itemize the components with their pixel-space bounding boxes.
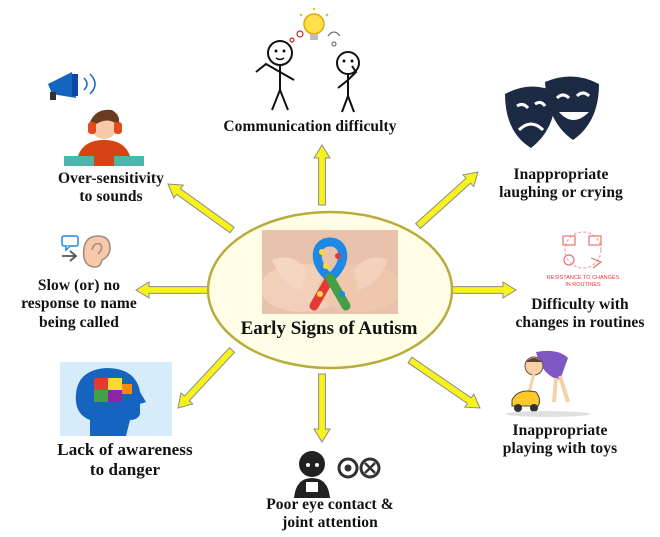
label-line: Over-sensitivity (36, 170, 186, 188)
label-communication: Communication difficulty (205, 118, 415, 136)
label-routines: Difficulty with changes in routines (500, 296, 660, 333)
label-line: changes in routines (500, 314, 660, 332)
label-sounds: Over-sensitivity to sounds (36, 170, 186, 207)
label-line: Slow (or) no (4, 277, 154, 295)
head-with-puzzle-brain-icon (60, 362, 172, 436)
arrow-danger (178, 348, 235, 408)
label-line: Difficulty with (500, 296, 660, 314)
label-danger: Lack of awareness to danger (30, 440, 220, 480)
comedy-tragedy-masks-icon (495, 70, 605, 156)
center-title: Early Signs of Autism (214, 318, 444, 340)
arrow-eye-contact (314, 374, 330, 442)
child-playing-toy-car-icon (498, 340, 598, 420)
label-line: laughing or crying (482, 184, 640, 202)
hands-ribbon-image (262, 230, 398, 314)
label-line: Poor eye contact & (245, 496, 415, 514)
icon-caption: RESISTANCE TO CHANGES (547, 275, 620, 281)
label-name: Slow (or) no response to name being call… (4, 277, 154, 332)
label-line: joint attention (245, 514, 415, 532)
label-line: Inappropriate (482, 166, 640, 184)
two-stick-figures-talking-icon (248, 8, 380, 114)
child-avoiding-eye-contact-icon (286, 446, 382, 500)
icon-caption: IN ROUTINES (565, 282, 601, 288)
label-laughing: Inappropriate laughing or crying (482, 166, 640, 203)
label-line: Lack of awareness (30, 440, 220, 460)
label-line: Inappropriate (480, 422, 640, 440)
label-line: to danger (30, 460, 220, 480)
ear-with-speech-bubble-icon (60, 232, 114, 272)
arrow-laughing (416, 172, 478, 229)
arrow-toys (408, 357, 480, 408)
label-line: to sounds (36, 188, 186, 206)
label-line: playing with toys (480, 440, 640, 458)
child-covering-ears-megaphone-icon (42, 70, 146, 168)
label-toys: Inappropriate playing with toys (480, 422, 640, 459)
label-eye-contact: Poor eye contact & joint attention (245, 496, 415, 533)
label-line: being called (4, 314, 154, 332)
resistance-to-change-icon: RESISTANCE TO CHANGES IN ROUTINES (545, 228, 621, 290)
label-line: Communication difficulty (205, 118, 415, 136)
arrow-communication (314, 145, 330, 205)
label-line: response to name (4, 295, 154, 313)
